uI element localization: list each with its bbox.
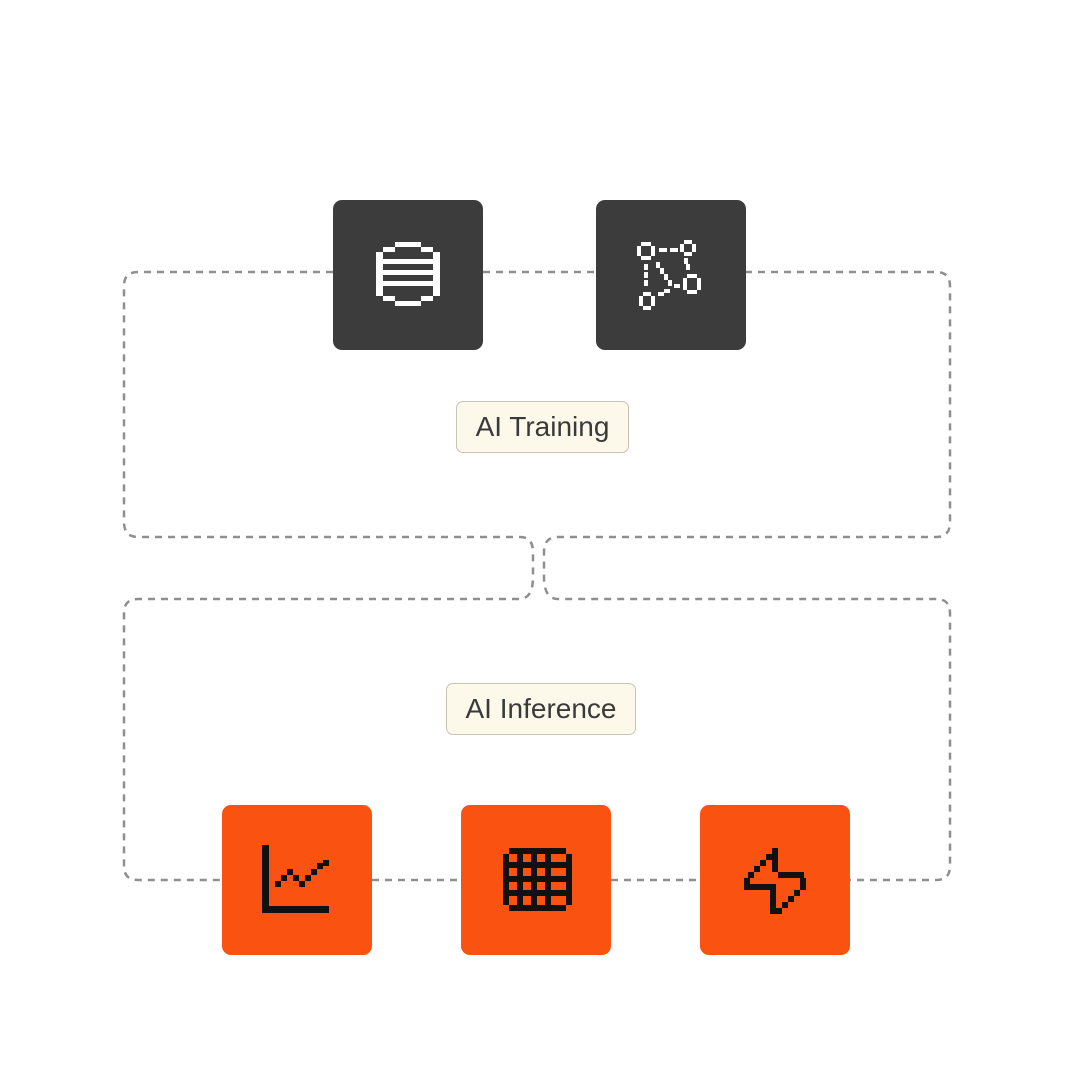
line-chart-node [222,805,372,955]
network-graph-icon [637,240,701,310]
network-node [596,200,746,350]
grid-table-icon [503,848,572,911]
database-icon [376,242,440,306]
line-chart-icon [262,845,329,913]
training-group-label: AI Training [456,401,629,453]
training-group-boundary [122,270,535,882]
lightning-bolt-node [700,805,850,955]
database-node [333,200,483,350]
inference-group-label: AI Inference [446,683,636,735]
lightning-bolt-icon [744,848,806,914]
inference-group-boundary [542,270,952,882]
grid-table-node [461,805,611,955]
